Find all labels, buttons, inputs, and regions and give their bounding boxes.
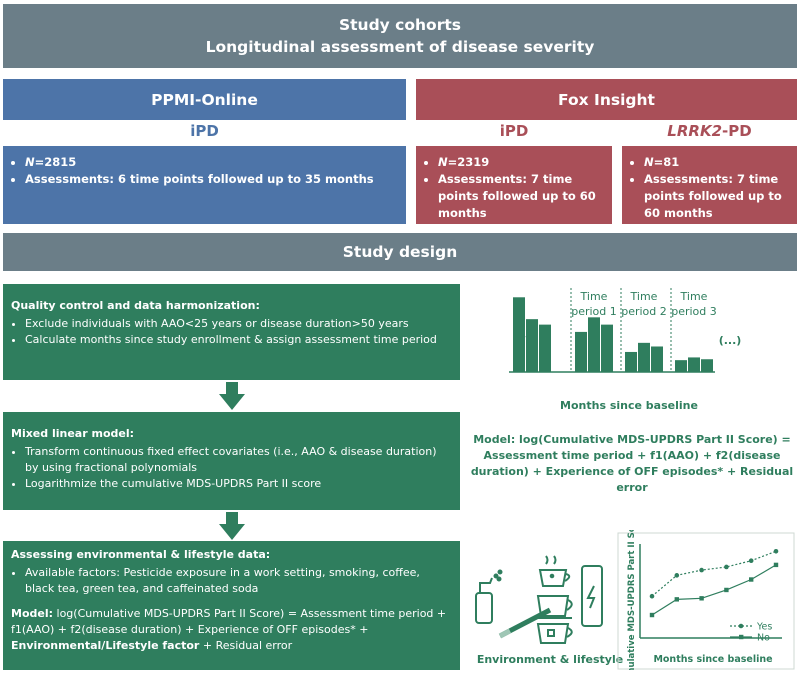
down-arrow-icon (219, 512, 245, 540)
mlm-box: Mixed linear model: Transform continuous… (3, 412, 460, 510)
fox-lrrk2-cohort-box: N=81 Assessments: 7 time points followed… (622, 146, 797, 224)
env-box: Assessing environmental & lifestyle data… (3, 541, 460, 670)
lrrk2-suffix: -PD (722, 122, 752, 140)
line-chart-ylabel: Cumulative MDS-UPDRS Part II Score (627, 530, 637, 670)
env-item: Available factors: Pesticide exposure in… (25, 565, 452, 597)
fox-lrrk2-subtitle: LRRK2-PD (622, 122, 797, 144)
qc-box: Quality control and data harmonization: … (3, 284, 460, 380)
series-point (699, 567, 704, 573)
series-point (674, 597, 679, 602)
study-design-header: Study design (3, 233, 797, 271)
ppmi-title: PPMI-Online (151, 91, 258, 109)
env-model: Model: log(Cumulative MDS-UPDRS Part II … (11, 607, 447, 652)
time-period-label: Time (630, 290, 658, 303)
fox-ipd-n: N=2319 (438, 154, 604, 171)
time-period-label: period 3 (671, 305, 717, 318)
tea-cup-icon (536, 623, 573, 644)
bar (513, 297, 525, 372)
bar (588, 317, 600, 372)
ppmi-n: N=2815 (25, 154, 398, 171)
legend-label: No (757, 633, 770, 644)
header-line1: Study cohorts (338, 16, 461, 34)
series-point (724, 564, 729, 570)
fox-lrrk2-assessments: Assessments: 7 time points followed up t… (644, 171, 789, 222)
bar-chart-xlabel: Months since baseline (560, 399, 698, 412)
line-chart-xlabel: Months since baseline (653, 654, 772, 665)
bar (625, 351, 637, 372)
time-period-label: Time (680, 290, 708, 303)
bar (675, 360, 687, 372)
bar (575, 331, 587, 372)
qc-item: Exclude individuals with AAO<25 years or… (25, 316, 452, 332)
ppmi-cohort-box: N=2815 Assessments: 6 time points follow… (3, 146, 406, 224)
series-point (748, 558, 754, 564)
series-point (649, 593, 655, 599)
line-chart: Cumulative MDS-UPDRS Part II Score Month… (617, 530, 795, 670)
soda-can-icon (581, 565, 603, 627)
env-heading: Assessing environmental & lifestyle data… (11, 548, 271, 561)
lrrk2-gene: LRRK2 (667, 122, 723, 140)
qc-heading: Quality control and data harmonization: (11, 299, 260, 312)
series-point (773, 549, 779, 554)
fox-ipd-cohort-box: N=2319 Assessments: 7 time points follow… (416, 146, 612, 224)
series-line (651, 550, 777, 597)
qc-item: Calculate months since study enrollment … (25, 332, 452, 348)
spray-bottle-icon (475, 569, 503, 624)
study-cohorts-header: Study cohorts Longitudinal assessment of… (3, 4, 797, 68)
series-point (649, 612, 655, 618)
bar-chart: N Months since baseline (...) Timeperiod… (509, 288, 742, 412)
tea-cup-icon (534, 595, 573, 619)
bar (688, 357, 700, 372)
time-period-label: Time (580, 290, 608, 303)
series-line (651, 564, 777, 616)
bar (701, 359, 713, 372)
fox-title: Fox Insight (558, 91, 655, 109)
time-period-label: period 2 (621, 305, 667, 318)
header-line2: Longitudinal assessment of disease sever… (205, 38, 595, 56)
mlm-item: Logarithmize the cumulative MDS-UPDRS Pa… (25, 476, 452, 492)
model-formula: Model: log(Cumulative MDS-UPDRS Part II … (470, 433, 794, 494)
time-period-label: period 1 (571, 305, 617, 318)
legend-label: Yes (756, 622, 772, 633)
bar (651, 346, 663, 372)
coffee-cup-icon (538, 555, 571, 587)
fox-header: Fox Insight (416, 79, 797, 120)
mlm-heading: Mixed linear model: (11, 427, 135, 440)
ppmi-header: PPMI-Online (3, 79, 406, 120)
series-point (724, 587, 729, 593)
down-arrow-icon (219, 382, 245, 410)
study-design-title: Study design (342, 243, 458, 261)
legend-marker (738, 623, 744, 629)
environment-label: Environment & lifestyle (476, 653, 624, 666)
series-point (699, 596, 704, 601)
bar (526, 319, 538, 372)
environment-icons (475, 555, 603, 644)
mlm-item: Transform continuous fixed effect covari… (25, 444, 452, 476)
bar (638, 342, 650, 372)
ppmi-subtitle: iPD (190, 122, 219, 140)
ppmi-assessments: Assessments: 6 time points followed up t… (25, 171, 398, 188)
fox-lrrk2-n: N=81 (644, 154, 789, 171)
series-point (749, 577, 754, 582)
fox-ipd-subtitle: iPD (499, 122, 529, 140)
bar (601, 324, 613, 372)
series-point (773, 562, 779, 568)
series-point (674, 573, 680, 578)
bar-chart-continuation: (...) (719, 334, 742, 347)
fox-ipd-assessments: Assessments: 7 time points followed up t… (438, 171, 604, 222)
bar (539, 324, 551, 372)
legend-marker (739, 634, 744, 640)
